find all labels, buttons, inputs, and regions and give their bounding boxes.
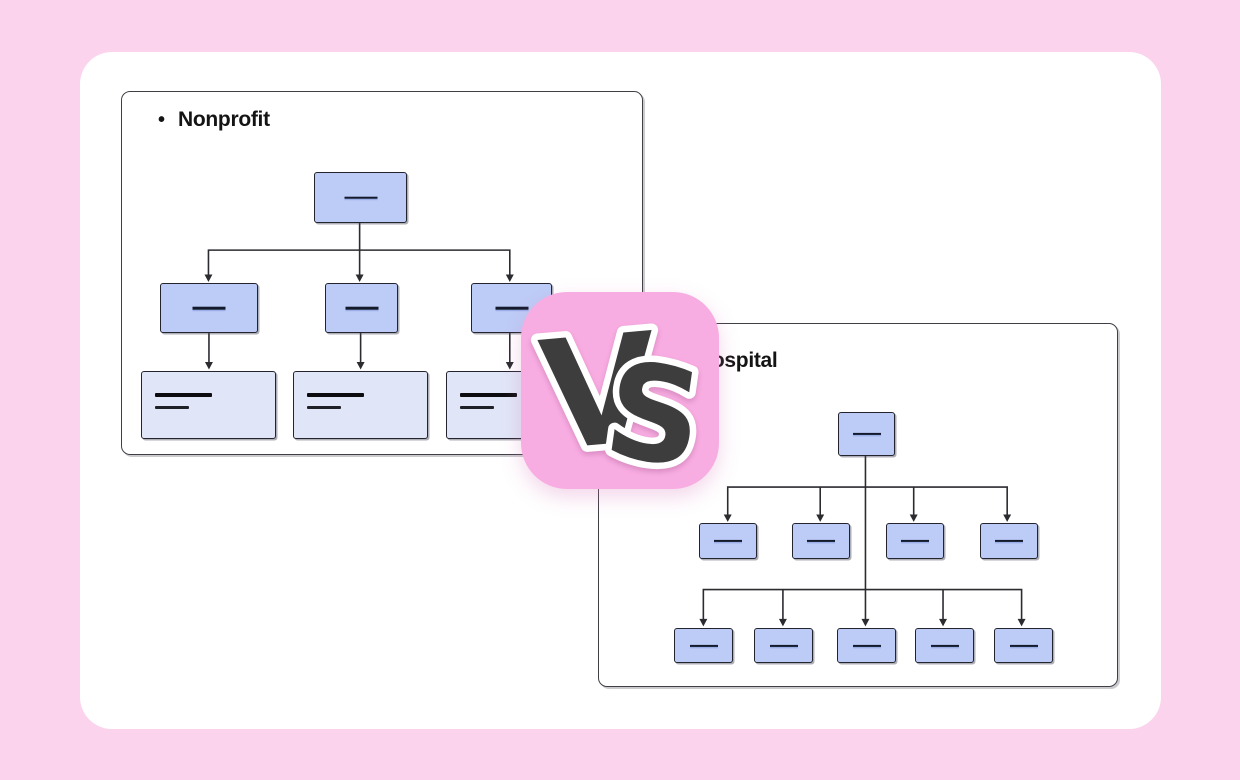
text-placeholder-line [155,406,189,409]
bullet-icon: • [158,109,166,131]
panel-nonprofit-title: • Nonprofit [158,105,270,135]
text-placeholder-line [192,306,226,310]
vs-letter-s: S [596,333,712,489]
org-node-root [314,172,407,223]
org-node [325,283,398,333]
text-placeholder-line [495,306,528,310]
org-node [980,523,1038,559]
vs-logo: V S [528,295,719,489]
text-placeholder-line [345,306,378,310]
org-node [160,283,258,333]
text-placeholder-line [930,644,959,647]
text-placeholder-line [714,539,742,543]
text-placeholder-line [807,539,835,543]
text-placeholder-line [307,393,364,397]
org-node [837,628,896,663]
org-node [754,628,813,663]
text-placeholder-line [307,406,341,409]
org-detail-card [141,371,276,439]
text-placeholder-line [995,539,1023,543]
text-placeholder-line [1009,644,1038,647]
org-node [886,523,944,559]
vs-letter-v: V [534,301,665,484]
text-placeholder-line [460,393,517,397]
org-node [994,628,1053,663]
vs-badge: V S [521,292,719,489]
text-placeholder-line [689,644,718,647]
org-node [674,628,733,663]
org-node [792,523,850,559]
text-placeholder-line [344,196,377,199]
text-placeholder-line [155,393,212,397]
text-placeholder-line [852,644,881,647]
org-node [699,523,757,559]
org-node [915,628,974,663]
text-placeholder-line [852,432,881,436]
org-detail-card [293,371,428,439]
text-placeholder-line [901,539,929,543]
org-node-root [838,412,895,456]
panel-title-label: Nonprofit [178,108,270,131]
text-placeholder-line [769,644,798,647]
text-placeholder-line [460,406,494,409]
